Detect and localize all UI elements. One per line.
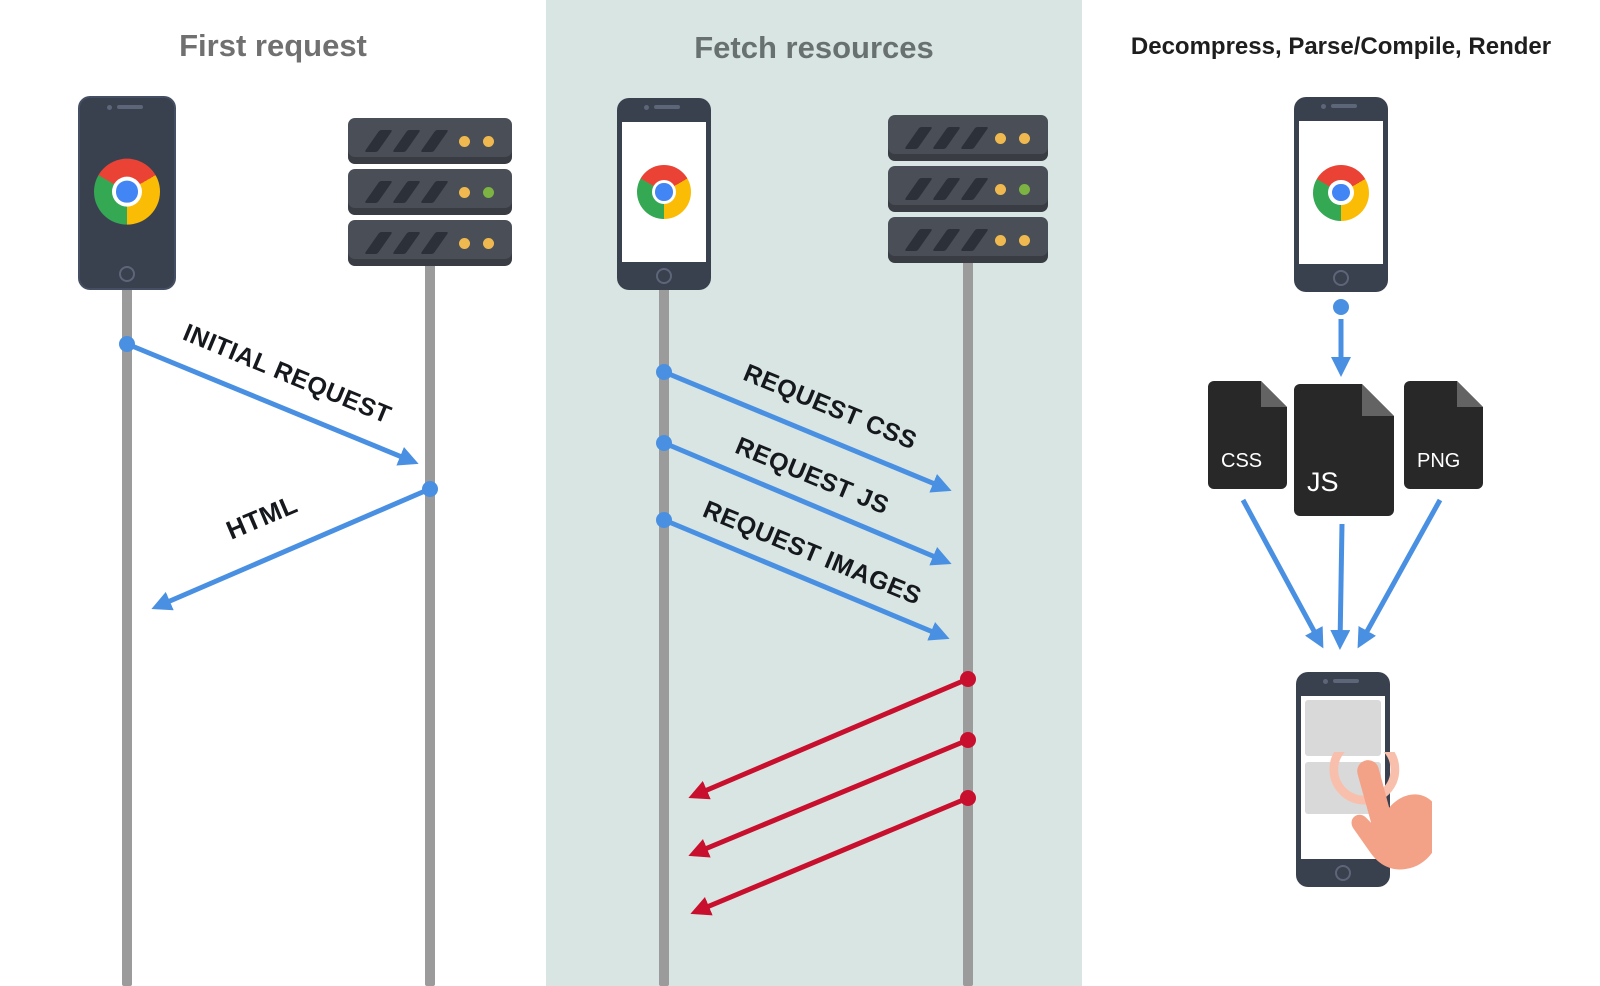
timeline-server-1 (425, 262, 435, 986)
timeline-client-1 (122, 288, 132, 986)
chrome-logo-icon (637, 165, 691, 219)
led-icon (1019, 132, 1030, 144)
arrow-start-dot (960, 790, 976, 806)
led-icon (459, 186, 470, 198)
smartphone-icon (1294, 97, 1388, 292)
file-icon-png: PNG (1404, 381, 1483, 489)
led-icon (483, 237, 494, 249)
hand-tap-icon (1312, 734, 1441, 894)
home-button-icon (1333, 270, 1349, 286)
home-button-icon (1335, 865, 1351, 881)
file-icon-js: JS (1294, 384, 1394, 516)
server-unit (348, 220, 512, 266)
arrow-start-dot (960, 671, 976, 687)
arrow-start-dot (960, 732, 976, 748)
speaker-line-icon (1333, 679, 1359, 683)
server-rack-icon (888, 115, 1048, 268)
chrome-logo-center (1332, 183, 1350, 202)
pointing-hand-icon (1351, 760, 1441, 870)
led-icon (483, 135, 494, 147)
arrow-html-response (151, 488, 426, 611)
arrow-response-images (690, 797, 964, 916)
arrow-start-dot (119, 336, 135, 352)
chrome-logo-center (116, 181, 138, 203)
title-fetch-resources: Fetch resources (694, 30, 934, 65)
arrow-start-dot (422, 481, 438, 497)
chrome-logo-center (655, 183, 673, 201)
arrow-start-dot (656, 512, 672, 528)
file-icon-css: CSS (1208, 381, 1287, 489)
arrow-response-js (688, 739, 964, 858)
smartphone-icon (617, 98, 711, 290)
led-icon (459, 135, 470, 147)
led-icon (459, 237, 470, 249)
speaker-line-icon (117, 105, 143, 109)
arrow-response-css (688, 678, 964, 800)
timeline-client-2 (659, 288, 669, 986)
server-unit (888, 217, 1048, 263)
camera-dot-icon (644, 105, 649, 110)
server-unit (348, 118, 512, 164)
speaker-line-icon (654, 105, 680, 109)
timeline-server-2 (963, 259, 973, 986)
server-rack-icon (348, 118, 512, 271)
speaker-line-icon (1331, 104, 1357, 108)
led-icon (995, 234, 1006, 246)
arrow-start-dot (656, 435, 672, 451)
arrow-js-to-render (1330, 523, 1351, 650)
server-unit (888, 166, 1048, 212)
chrome-logo-icon (94, 158, 160, 225)
phone-screen (1299, 121, 1383, 264)
home-button-icon (119, 266, 135, 282)
title-decompress-parse-render: Decompress, Parse/Compile, Render (1130, 33, 1552, 60)
home-button-icon (656, 268, 672, 284)
server-unit (348, 169, 512, 215)
led-icon (995, 183, 1006, 195)
camera-dot-icon (1323, 679, 1328, 684)
arrow-initial-request (131, 343, 419, 466)
wireframe-block (1305, 700, 1381, 756)
camera-dot-icon (1321, 104, 1326, 109)
smartphone-icon (78, 96, 176, 290)
led-icon (1019, 183, 1030, 195)
arrow-css-to-render (1240, 498, 1324, 649)
chrome-logo-icon (1313, 164, 1369, 221)
arrow-start-dot (1333, 299, 1349, 315)
led-icon (995, 132, 1006, 144)
camera-dot-icon (107, 105, 112, 110)
arrow-request-js (668, 442, 952, 566)
arrow-request-images (668, 519, 950, 641)
phone-screen (622, 122, 706, 262)
file-label-css: CSS (1221, 450, 1263, 472)
title-first-request: First request (179, 28, 367, 63)
file-label-png: PNG (1417, 450, 1461, 472)
server-unit (888, 115, 1048, 161)
arrow-start-dot (656, 364, 672, 380)
led-icon (483, 186, 494, 198)
arrow-png-to-render (1357, 498, 1443, 649)
led-icon (1019, 234, 1030, 246)
file-label-js: JS (1307, 467, 1339, 497)
arrow-request-css (668, 371, 952, 493)
